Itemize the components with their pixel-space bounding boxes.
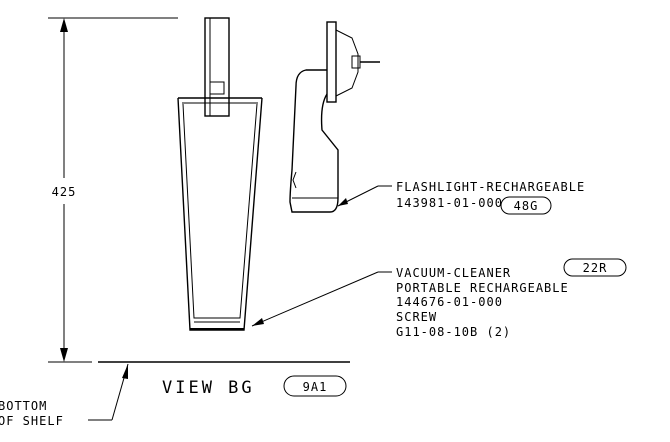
view-balloon-label: 9A1 <box>303 380 328 394</box>
screw-part-number: G11-08-10B (2) <box>396 325 511 339</box>
screw-label: SCREW <box>396 310 437 324</box>
height-dimension: 425 <box>48 17 178 363</box>
vacuum-cleaner-view <box>177 17 263 331</box>
flashlight-body <box>289 69 339 213</box>
vacuum-leader <box>251 271 379 327</box>
flashlight-balloon-label: 48G <box>514 199 539 213</box>
height-value: 425 <box>52 185 77 199</box>
dimension-arrow-down <box>60 348 68 362</box>
vacuum-handle <box>204 17 230 117</box>
view-balloon <box>283 375 347 397</box>
flashlight-callout: FLASHLIGHT-RECHARGEABLE 143981-01-000 48… <box>337 180 585 215</box>
vacuum-body-inner <box>182 103 258 319</box>
flashlight-part-number: 143981-01-000 <box>396 196 503 210</box>
vacuum-handle-button <box>209 81 225 95</box>
view-title-text: VIEW BG <box>162 378 255 398</box>
vacuum-part-number: 144676-01-000 <box>396 295 503 309</box>
vacuum-name: VACUUM-CLEANER <box>396 266 511 280</box>
shelf-label-line2: OF SHELF <box>0 414 64 428</box>
vacuum-callout: VACUUM-CLEANER 22R PORTABLE RECHARGEABLE… <box>251 258 627 339</box>
vacuum-balloon: 22R <box>563 258 627 277</box>
vacuum-balloon-label: 22R <box>583 261 608 275</box>
flashlight-name: FLASHLIGHT-RECHARGEABLE <box>396 180 585 194</box>
dimension-arrow-up <box>60 18 68 32</box>
vacuum-body-outer <box>177 97 263 331</box>
view-title: VIEW BG 9A1 <box>162 375 347 398</box>
shelf-label-line1: BOTTOM <box>0 399 47 413</box>
flashlight-view <box>289 21 380 213</box>
flashlight-balloon: 48G <box>500 196 552 215</box>
vacuum-description: PORTABLE RECHARGEABLE <box>396 281 569 295</box>
shelf-callout: BOTTOM OF SHELF <box>0 363 129 428</box>
flashlight-bracket <box>326 21 337 103</box>
